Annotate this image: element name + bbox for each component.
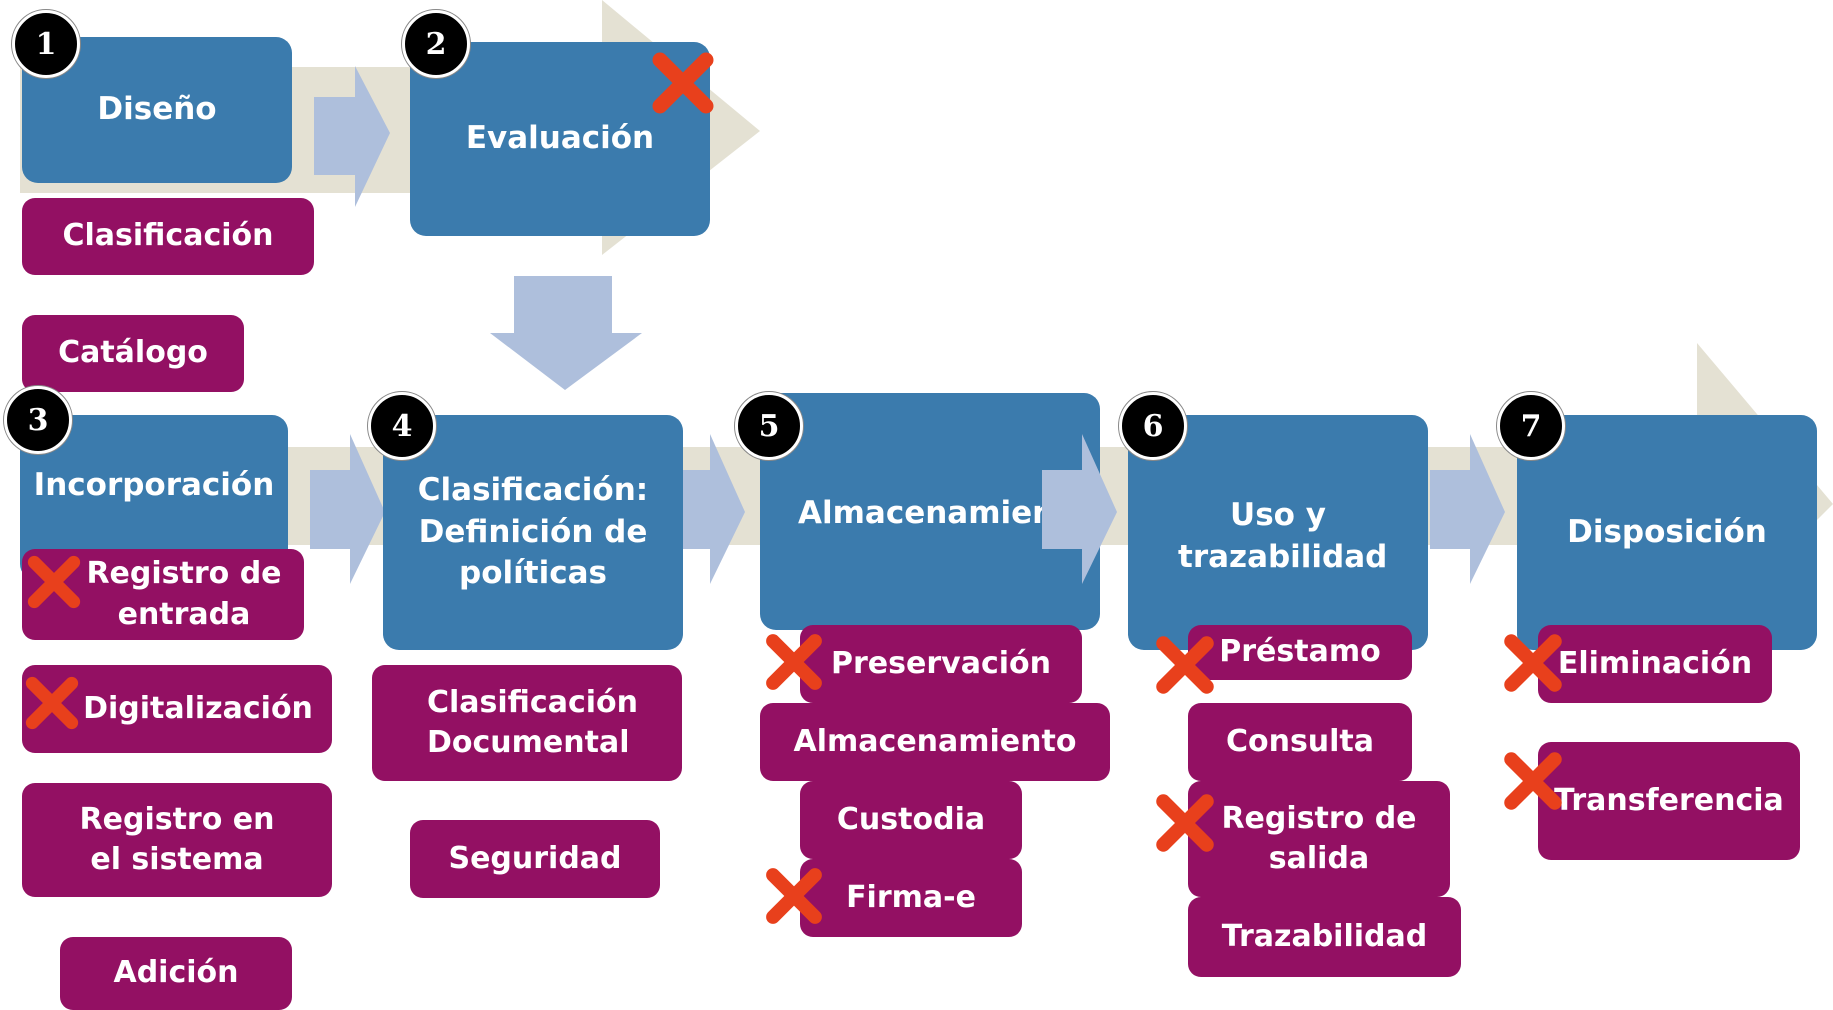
red-x-icon: [27, 555, 81, 609]
step-4-box: Clasificación: Definición de políticas: [383, 415, 683, 650]
step-1-badge: 1: [12, 10, 80, 78]
red-x-icon: [652, 52, 714, 114]
task-preservacion: Preservación: [800, 625, 1082, 703]
task-consulta: Consulta: [1188, 703, 1412, 781]
red-x-icon: [25, 676, 79, 730]
flow-arrow-2-to-3: [490, 276, 642, 390]
flow-arrow-6-to-7: [1430, 434, 1505, 584]
task-almacenamiento: Almacenamiento: [760, 703, 1110, 781]
red-x-icon: [766, 634, 822, 690]
task-catalogo: Catálogo: [22, 315, 244, 392]
step-2-box: Evaluación: [410, 42, 710, 236]
red-x-icon: [766, 868, 822, 924]
step-3-title: Incorporación: [33, 467, 275, 503]
step-1-box: Diseño: [22, 37, 292, 183]
task-seguridad: Seguridad: [410, 820, 660, 898]
step-4-title: Clasificación: Definición de políticas: [417, 471, 649, 592]
step-7-title: Disposición: [1567, 513, 1767, 550]
task-clasificacion-documental: Clasificación Documental: [372, 665, 682, 781]
step-4-badge: 4: [368, 392, 436, 460]
red-x-icon: [1504, 634, 1562, 692]
step-6-title: Uso y trazabilidad: [1178, 497, 1388, 575]
task-adicion: Adición: [60, 937, 292, 1010]
step-6-badge: 6: [1119, 392, 1187, 460]
step-1-title: Diseño: [97, 91, 217, 128]
red-x-icon: [1504, 752, 1562, 810]
step-7-box: Disposición: [1517, 415, 1817, 650]
task-registro-sistema: Registro en el sistema: [22, 783, 332, 897]
task-firma-e: Firma-e: [800, 859, 1022, 937]
step-5-title: Almacenamient: [798, 495, 1070, 531]
task-clasificacion: Clasificación: [22, 198, 314, 275]
step-2-badge: 2: [402, 10, 470, 78]
task-trazabilidad: Trazabilidad: [1188, 897, 1461, 977]
step-3-badge: 3: [4, 386, 72, 454]
task-eliminacion: Eliminación: [1538, 625, 1772, 703]
task-custodia: Custodia: [800, 781, 1022, 859]
step-6-box: Uso y trazabilidad: [1128, 415, 1428, 650]
flow-arrow-3-to-4: [310, 434, 385, 584]
step-7-badge: 7: [1497, 392, 1565, 460]
task-transferencia: Transferencia: [1538, 742, 1800, 860]
task-registro-salida: Registro de salida: [1188, 781, 1450, 897]
task-prestamo: Préstamo: [1188, 625, 1412, 680]
red-x-icon: [1156, 636, 1214, 694]
step-5-badge: 5: [735, 392, 803, 460]
step-2-title: Evaluación: [465, 120, 655, 157]
red-x-icon: [1156, 794, 1214, 852]
flow-arrow-4-to-5: [670, 434, 745, 584]
